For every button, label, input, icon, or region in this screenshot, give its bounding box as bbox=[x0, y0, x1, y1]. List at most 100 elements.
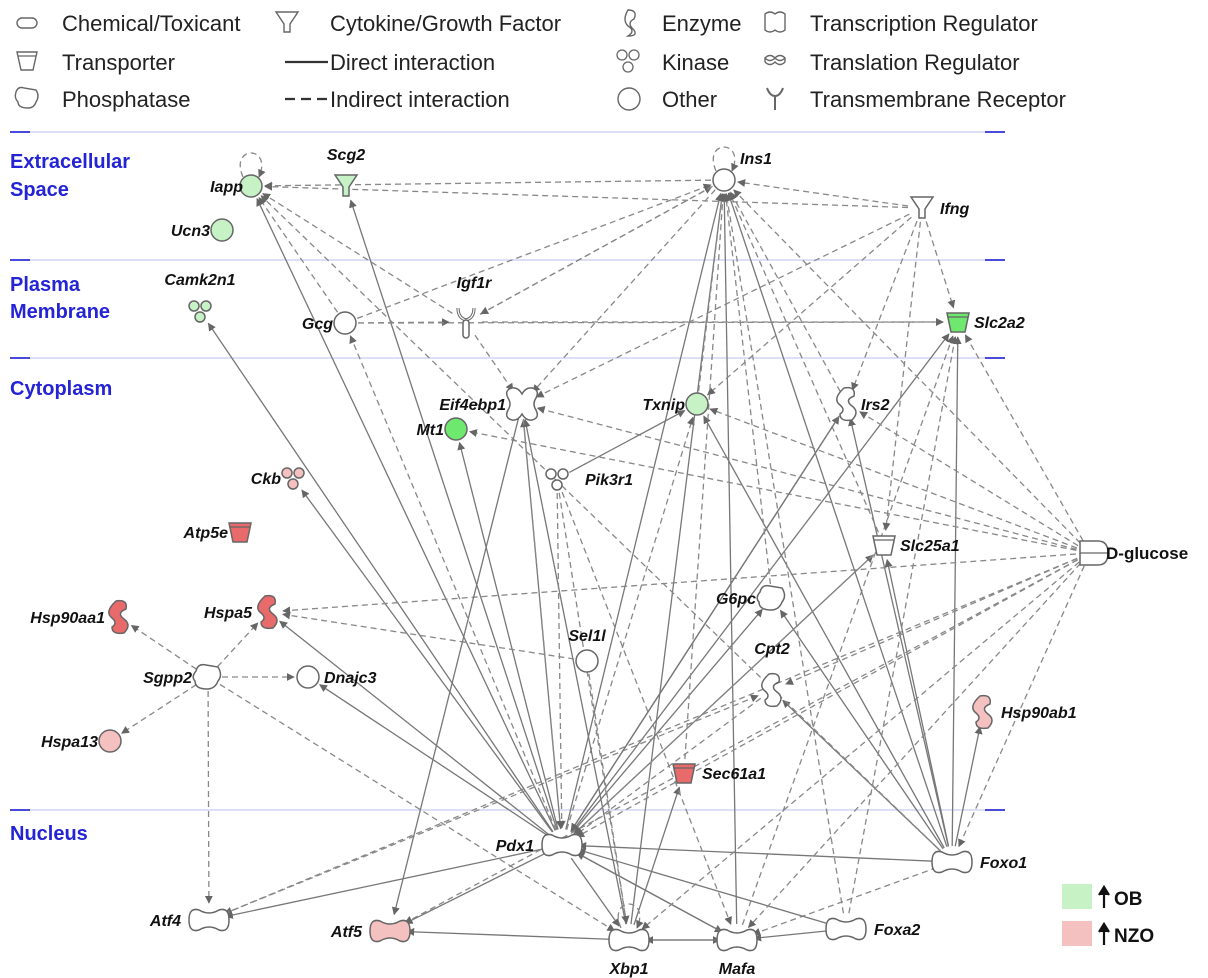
node-scg2[interactable]: Scg2 bbox=[327, 147, 365, 197]
other-icon bbox=[210, 218, 234, 242]
node-ckb[interactable]: Ckb bbox=[251, 467, 305, 490]
node-irs2[interactable]: Irs2 bbox=[836, 386, 890, 422]
node-ucn3[interactable]: Ucn3 bbox=[171, 218, 234, 242]
node-label-sgpp2: Sgpp2 bbox=[143, 670, 192, 687]
layer-cytoplasm: Cytoplasm bbox=[10, 378, 112, 400]
node-label-eif4ebp1: Eif4ebp1 bbox=[439, 397, 506, 414]
node-gcg[interactable]: Gcg bbox=[302, 311, 357, 335]
transporter-icon bbox=[872, 535, 896, 556]
transporter-icon bbox=[16, 51, 38, 71]
edge-pik3r1-to-mafa bbox=[561, 491, 732, 925]
edge-foxo1-to-slc2a2 bbox=[951, 336, 962, 847]
edge-foxa2-to-pdx1 bbox=[577, 848, 831, 926]
node-label-irs2: Irs2 bbox=[861, 397, 890, 414]
node-sgpp2[interactable]: Sgpp2 bbox=[143, 663, 222, 690]
node-hspa13[interactable]: Hspa13 bbox=[41, 729, 122, 753]
legend-phosphatase-label: Phosphatase bbox=[62, 87, 190, 112]
node-g6pc[interactable]: G6pc bbox=[716, 584, 786, 611]
edge-ins1-to-iapp bbox=[264, 179, 712, 190]
edge-d-glucose-to-irs2 bbox=[859, 411, 1079, 547]
edge-cpt2-to-pdx1 bbox=[575, 697, 762, 836]
enzyme-icon bbox=[624, 9, 636, 37]
other-icon bbox=[296, 665, 320, 689]
edge-d-glucose-to-pdx1 bbox=[576, 559, 1079, 838]
node-label-d-glucose: D-glucose bbox=[1106, 544, 1188, 563]
node-eif4ebp1[interactable]: Eif4ebp1 bbox=[439, 387, 539, 421]
edge-mafa-to-slc2a2 bbox=[741, 335, 955, 926]
node-mafa[interactable]: Mafa bbox=[716, 928, 758, 978]
edges bbox=[121, 146, 1085, 944]
edge-slc25a1-to-pdx1 bbox=[573, 554, 875, 834]
node-iapp[interactable]: Iapp bbox=[210, 174, 263, 198]
node-label-ifng: Ifng bbox=[940, 201, 970, 218]
legend-indirect-label: Indirect interaction bbox=[330, 87, 510, 112]
transporter-icon bbox=[672, 763, 696, 784]
edge-xbp1-to-atf5 bbox=[406, 927, 614, 941]
node-label-hsp90ab1: Hsp90ab1 bbox=[1001, 705, 1077, 722]
edge-irs2-to-ins1 bbox=[730, 191, 841, 393]
legend-chemical-label: Chemical/Toxicant bbox=[62, 11, 241, 36]
nzo-label: NZO bbox=[1114, 926, 1154, 947]
node-d-glucose[interactable]: D-glucose bbox=[1079, 540, 1188, 566]
up-arrow-icon bbox=[1098, 884, 1110, 908]
node-atf5[interactable]: Atf5 bbox=[330, 919, 411, 943]
edge-foxa2-to-ins1 bbox=[723, 193, 845, 914]
edge-mafa-to-pdx1 bbox=[576, 852, 724, 933]
node-hsp90aa1[interactable]: Hsp90aa1 bbox=[30, 599, 129, 635]
edge-sgpp2-to-xbp1 bbox=[219, 683, 616, 932]
node-sec61a1[interactable]: Sec61a1 bbox=[672, 763, 766, 784]
node-pdx1[interactable]: Pdx1 bbox=[496, 833, 583, 857]
node-slc25a1[interactable]: Slc25a1 bbox=[872, 535, 960, 556]
node-camk2n1[interactable]: Camk2n1 bbox=[164, 272, 236, 323]
node-atf4[interactable]: Atf4 bbox=[149, 908, 230, 932]
node-cpt2[interactable]: Cpt2 bbox=[754, 641, 790, 708]
legend-transmembrane-label: Transmembrane Receptor bbox=[810, 87, 1066, 112]
node-txnip[interactable]: Txnip bbox=[642, 392, 709, 416]
layer-labels: Extracellular Space Plasma Membrane Cyto… bbox=[10, 151, 130, 845]
edge-pdx1-to-slc2a2 bbox=[571, 333, 950, 833]
edge-sel1l-to-hspa5 bbox=[282, 611, 575, 660]
edge-sgpp2-to-hsp90aa1 bbox=[130, 624, 197, 670]
enzyme-icon bbox=[836, 386, 857, 422]
edge-gcg-to-slc2a2 bbox=[357, 318, 944, 327]
node-sel1l[interactable]: Sel1l bbox=[568, 628, 606, 673]
edge-sel1l-to-xbp1 bbox=[588, 673, 630, 924]
node-pik3r1[interactable]: Pik3r1 bbox=[545, 468, 633, 491]
transcription-icon bbox=[608, 928, 650, 952]
edge-foxa2-to-slc2a2 bbox=[848, 336, 958, 914]
edge-d-glucose-to-ins1 bbox=[733, 189, 1081, 544]
legend-translation-label: Translation Regulator bbox=[810, 50, 1020, 75]
node-ifng[interactable]: Ifng bbox=[909, 196, 970, 219]
enzyme-icon bbox=[761, 672, 782, 708]
edge-xbp1-to-sec61a1 bbox=[633, 786, 681, 926]
edge-mafa-to-ins1 bbox=[720, 193, 738, 925]
node-hspa5[interactable]: Hspa5 bbox=[204, 594, 278, 630]
transcription-icon bbox=[188, 908, 230, 932]
edge-pdx1-to-ckb bbox=[301, 489, 554, 833]
layer-extracellular-line1: Extracellular bbox=[10, 151, 130, 173]
node-label-g6pc: G6pc bbox=[716, 591, 756, 608]
edge-gcg-to-ins1 bbox=[356, 183, 712, 320]
legend-other-label: Other bbox=[662, 87, 717, 112]
node-foxo1[interactable]: Foxo1 bbox=[931, 850, 1027, 874]
node-label-slc2a2: Slc2a2 bbox=[974, 315, 1025, 332]
other-icon bbox=[617, 87, 641, 111]
edge-foxo1-to-ins1 bbox=[726, 192, 948, 848]
node-hsp90ab1[interactable]: Hsp90ab1 bbox=[972, 694, 1077, 730]
node-ins1[interactable]: Ins1 bbox=[712, 151, 772, 192]
node-slc2a2[interactable]: Slc2a2 bbox=[946, 312, 1025, 333]
node-atp5e[interactable]: Atp5e bbox=[183, 522, 252, 543]
node-dnajc3[interactable]: Dnajc3 bbox=[296, 665, 377, 689]
enzyme-icon bbox=[257, 594, 278, 630]
edge-ifng-to-slc25a1 bbox=[882, 221, 922, 531]
node-label-atf5: Atf5 bbox=[330, 924, 363, 941]
edge-igf1r-to-eif4ebp1 bbox=[474, 334, 514, 392]
node-igf1r[interactable]: Igf1r bbox=[456, 275, 492, 339]
node-mt1[interactable]: Mt1 bbox=[416, 417, 468, 441]
legend: Chemical/Toxicant Cytokine/Growth Factor… bbox=[14, 9, 1066, 112]
edge-foxo1-to-iapp bbox=[260, 195, 941, 852]
node-foxa2[interactable]: Foxa2 bbox=[825, 917, 920, 941]
node-label-txnip: Txnip bbox=[642, 397, 685, 414]
other-icon bbox=[685, 392, 709, 416]
node-xbp1[interactable]: Xbp1 bbox=[608, 928, 650, 978]
